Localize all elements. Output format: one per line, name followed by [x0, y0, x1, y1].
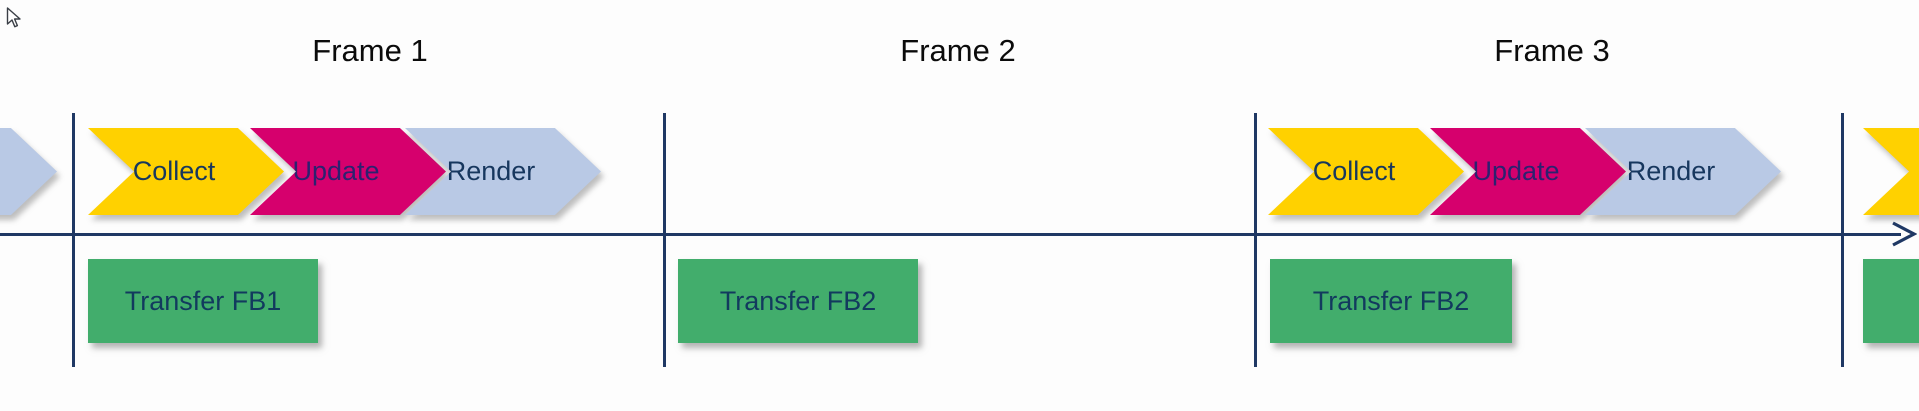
frame-1-update-chevron: Update — [250, 128, 446, 215]
frame-divider-4 — [1841, 113, 1844, 367]
update-label: Update — [1430, 128, 1626, 215]
frame-2-transfer-box: Transfer FB2 — [678, 259, 918, 343]
frame-3-render-chevron: Render — [1585, 128, 1781, 215]
frame-1-collect-chevron: Collect — [88, 128, 284, 215]
frame-1-render-chevron: Render — [405, 128, 601, 215]
frame-1-label: Frame 1 — [312, 33, 428, 68]
timeline-arrowhead-icon — [1892, 221, 1917, 247]
frame-divider-1 — [72, 113, 75, 367]
render-label: Render — [405, 128, 601, 215]
frame-3-transfer-box: Transfer FB2 — [1270, 259, 1512, 343]
frame-3-update-chevron: Update — [1430, 128, 1626, 215]
mouse-cursor-icon — [6, 7, 21, 28]
frame-1-transfer-box: Transfer FB1 — [88, 259, 318, 343]
frame-divider-2 — [663, 113, 666, 367]
frame-2-label: Frame 2 — [900, 33, 1016, 68]
timeline-axis — [0, 233, 1901, 236]
partial-render-chevron-left — [0, 128, 57, 215]
frame-3-collect-chevron: Collect — [1268, 128, 1464, 215]
partial-transfer-box-right — [1863, 259, 1919, 343]
partial-collect-chevron-right — [1863, 128, 1919, 215]
render-label: Render — [1585, 128, 1781, 215]
frame-divider-3 — [1254, 113, 1257, 367]
frame-3-label: Frame 3 — [1494, 33, 1610, 68]
